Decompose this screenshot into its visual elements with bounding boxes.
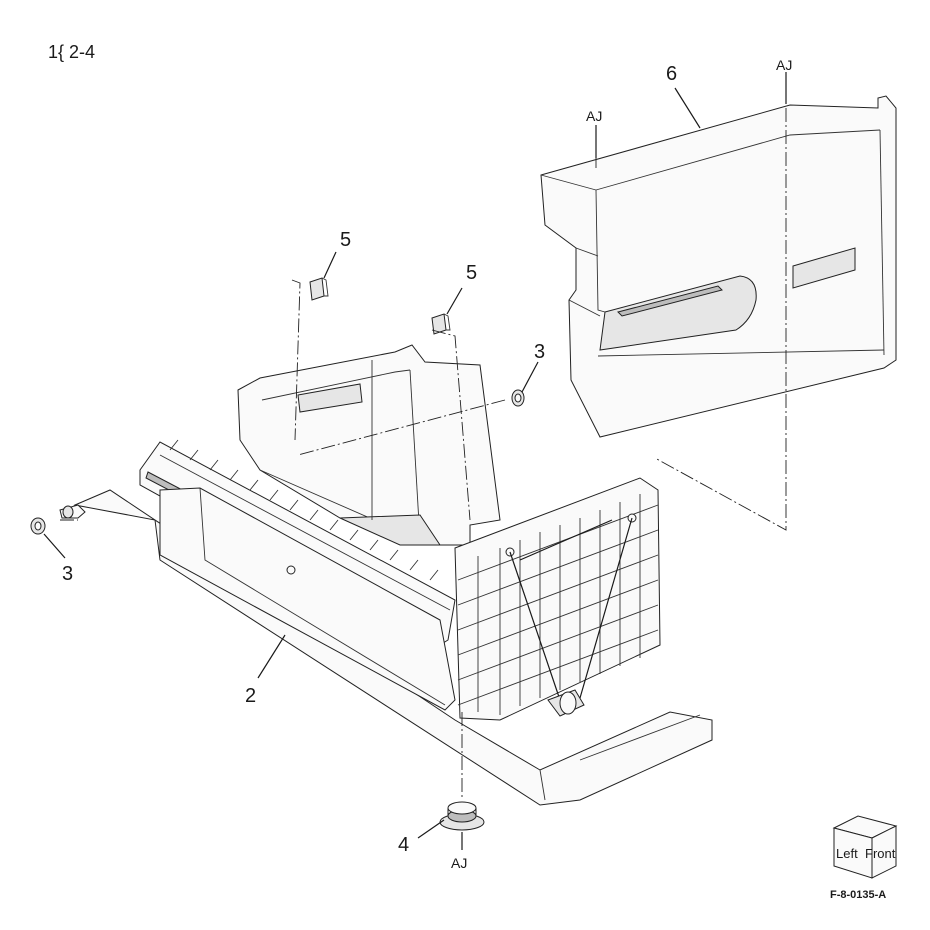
tray-assembly [73,344,713,806]
callout-4: 4 [398,834,409,856]
cube-left-label: Left [836,846,858,861]
callout-5-left: 5 [340,229,351,251]
assembly-lines [60,108,787,800]
figure-id: F-8-0135-A [830,889,886,901]
leader-lines [43,72,787,850]
part-4-gear [439,801,485,831]
cube-front-label: Front [865,846,896,861]
diagram-title: 1{ 2-4 [48,42,95,62]
callout-5-right: 5 [466,262,477,284]
callout-6: 6 [666,63,677,85]
callout-2: 2 [245,685,256,707]
callout-3-left: 3 [62,563,73,585]
part-6-cover [540,95,897,438]
part-3-rollers [30,389,525,535]
aj-marker-top-left: AJ [586,108,602,124]
orientation-cube: Left Front [832,815,898,879]
part-5-pads [309,277,451,335]
aj-marker-top-right: AJ [776,57,792,73]
aj-marker-bottom: AJ [451,855,467,871]
callout-3-right: 3 [534,341,545,363]
